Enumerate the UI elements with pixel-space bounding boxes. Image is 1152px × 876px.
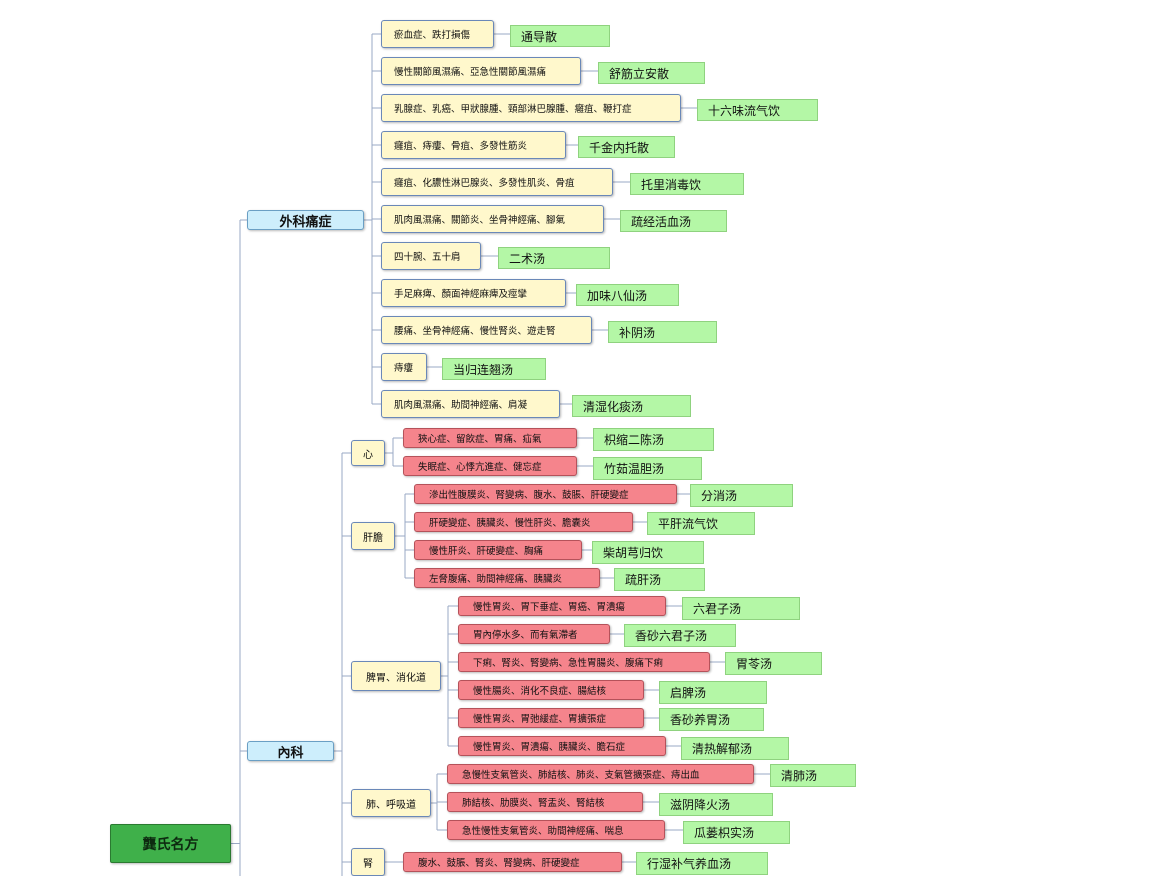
internal-indication-2-1[interactable]: 滲出性腹膜炎、腎變病、腹水、鼓脹、肝硬變症 [414, 484, 677, 504]
internal-indication-1-2[interactable]: 失眠症、心悸亢進症、健忘症 [403, 456, 577, 476]
internal-indication-3-1[interactable]: 慢性胃炎、胃下垂症、胃癌、胃潰瘍 [458, 596, 666, 616]
internal-formula-2-3[interactable]: 柴胡芎归饮 [592, 541, 704, 564]
internal-formula-1-2[interactable]: 竹茹温胆汤 [593, 457, 702, 480]
internal-formula-3-4[interactable]: 启脾汤 [659, 681, 767, 704]
internal-indication-2-4[interactable]: 左脅腹痛、助間神經痛、胰臟炎 [414, 568, 600, 588]
organ-node-5[interactable]: 腎 [351, 848, 385, 876]
surgery-formula-1[interactable]: 通导散 [510, 25, 610, 47]
surgery-indication-10[interactable]: 痔瘻 [381, 353, 427, 381]
internal-formula-4-2[interactable]: 滋阴降火汤 [659, 793, 773, 816]
internal-formula-4-3[interactable]: 瓜蒌枳实汤 [683, 821, 790, 844]
surgery-indication-11[interactable]: 肌肉風濕痛、助間神經痛、肩凝 [381, 390, 560, 418]
surgery-formula-2[interactable]: 舒筋立安散 [598, 62, 705, 84]
internal-formula-4-1[interactable]: 清肺汤 [770, 764, 856, 787]
surgery-formula-4[interactable]: 千金内托散 [578, 136, 675, 158]
surgery-indication-8[interactable]: 手足麻痺、顏面神經麻痺及痙攣 [381, 279, 566, 307]
surgery-formula-11[interactable]: 清湿化痰汤 [572, 395, 691, 417]
surgery-formula-6[interactable]: 疏经活血汤 [620, 210, 727, 232]
internal-indication-4-2[interactable]: 肺結核、肋膜炎、腎盂炎、腎結核 [447, 792, 643, 812]
internal-formula-5-1[interactable]: 行湿补气养血汤 [636, 852, 768, 875]
surgery-indication-4[interactable]: 癰疽、痔瘻、骨疽、多發性筋炎 [381, 131, 566, 159]
internal-formula-2-2[interactable]: 平肝流气饮 [647, 512, 755, 535]
internal-indication-1-1[interactable]: 狹心症、留飲症、胃痛、疝氣 [403, 428, 577, 448]
internal-formula-2-4[interactable]: 疏肝汤 [614, 568, 705, 591]
surgery-indication-9[interactable]: 腰痛、坐骨神經痛、慢性腎炎、遊走腎 [381, 316, 592, 344]
surgery-formula-5[interactable]: 托里消毒饮 [630, 173, 744, 195]
organ-node-4[interactable]: 肺、呼吸道 [351, 789, 431, 817]
surgery-indication-5[interactable]: 癰疽、化膿性淋巴腺炎、多發性肌炎、骨疽 [381, 168, 613, 196]
internal-formula-1-1[interactable]: 枳缩二陈汤 [593, 428, 714, 451]
surgery-indication-1[interactable]: 瘀血症、跌打損傷 [381, 20, 494, 48]
surgery-formula-7[interactable]: 二术汤 [498, 247, 610, 269]
internal-indication-2-2[interactable]: 肝硬變症、胰臟炎、慢性肝炎、膽囊炎 [414, 512, 633, 532]
internal-formula-3-2[interactable]: 香砂六君子汤 [624, 624, 736, 647]
surgery-formula-3[interactable]: 十六味流气饮 [697, 99, 818, 121]
surgery-formula-10[interactable]: 当归连翘汤 [442, 358, 546, 380]
internal-formula-3-3[interactable]: 胃苓汤 [725, 652, 822, 675]
internal-formula-3-5[interactable]: 香砂养胃汤 [659, 708, 764, 731]
category-node-internal[interactable]: 內科 [247, 741, 334, 761]
category-node-surgery[interactable]: 外科痛症 [247, 210, 364, 230]
internal-indication-3-5[interactable]: 慢性胃炎、胃弛緩症、胃擴張症 [458, 708, 644, 728]
internal-indication-3-2[interactable]: 胃內停水多、而有氣滯者 [458, 624, 610, 644]
surgery-indication-3[interactable]: 乳腺症、乳癌、甲狀腺腫、頸部淋巴腺腫、癰疽、鞭打症 [381, 94, 681, 122]
surgery-indication-6[interactable]: 肌肉風濕痛、關節炎、坐骨神經痛、腳氣 [381, 205, 604, 233]
internal-indication-3-6[interactable]: 慢性胃炎、胃潰瘍、胰臟炎、膽石症 [458, 736, 666, 756]
internal-indication-5-1[interactable]: 腹水、鼓脹、腎炎、腎變病、肝硬變症 [403, 852, 622, 872]
internal-indication-3-3[interactable]: 下痢、腎炎、腎變病、急性胃腸炎、腹痛下痢 [458, 652, 710, 672]
internal-formula-3-6[interactable]: 清热解郁汤 [681, 737, 789, 760]
organ-node-3[interactable]: 脾胃、消化道 [351, 661, 441, 691]
internal-indication-2-3[interactable]: 慢性肝炎、肝硬變症、胸痛 [414, 540, 582, 560]
internal-indication-3-4[interactable]: 慢性腸炎、消化不良症、腸結核 [458, 680, 644, 700]
internal-indication-4-3[interactable]: 急性慢性支氣管炎、助間神經痛、喘息 [447, 820, 665, 840]
surgery-formula-9[interactable]: 补阴汤 [608, 321, 717, 343]
surgery-indication-7[interactable]: 四十腕、五十肩 [381, 242, 481, 270]
internal-formula-2-1[interactable]: 分消汤 [690, 484, 793, 507]
organ-node-2[interactable]: 肝膽 [351, 522, 395, 550]
surgery-formula-8[interactable]: 加味八仙汤 [576, 284, 679, 306]
organ-node-1[interactable]: 心 [351, 440, 385, 466]
surgery-indication-2[interactable]: 慢性關節風濕痛、亞急性關節風濕痛 [381, 57, 581, 85]
internal-indication-4-1[interactable]: 急慢性支氣管炎、肺結核、肺炎、支氣管擴張症、痔出血 [447, 764, 754, 784]
internal-formula-3-1[interactable]: 六君子汤 [682, 597, 800, 620]
root-node[interactable]: 龔氏名方 [110, 824, 231, 863]
